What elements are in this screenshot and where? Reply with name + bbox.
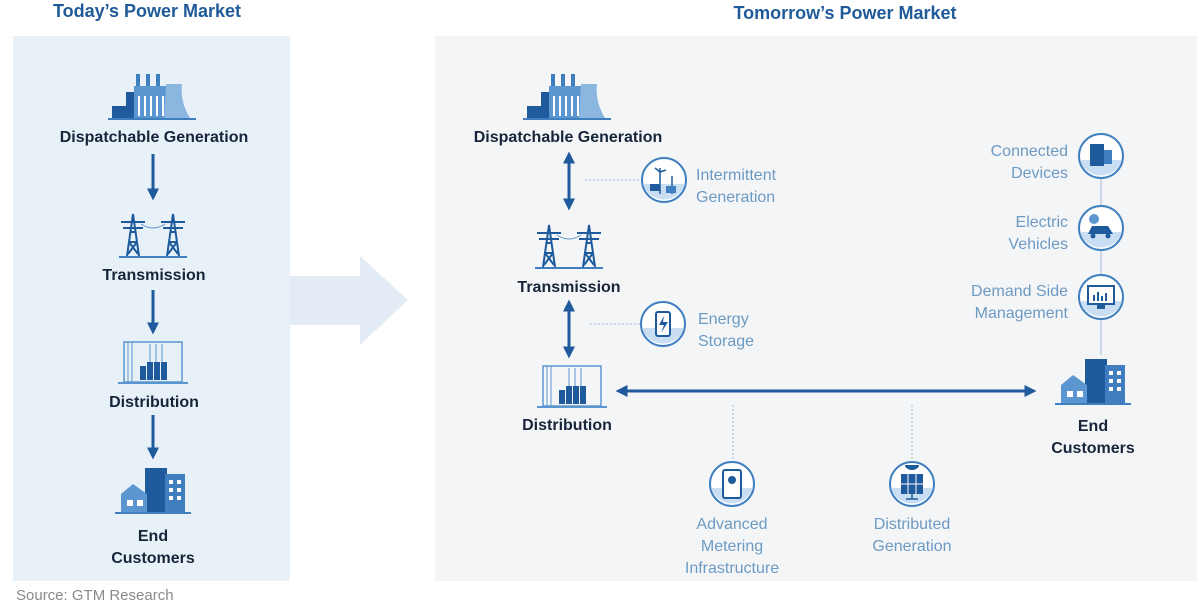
- tomorrow-title: Tomorrow’s Power Market: [733, 3, 957, 23]
- electric-car-icon: [1078, 205, 1124, 251]
- label-line: Generation: [696, 189, 776, 206]
- label-line: Electric: [1015, 214, 1068, 231]
- label-line: Distributed: [873, 516, 951, 533]
- label-line: Devices: [1011, 165, 1068, 182]
- monitor-chart-icon: [1078, 274, 1124, 320]
- devices-icon: [1078, 133, 1124, 179]
- label-line: Metering: [700, 538, 764, 555]
- tomorrow-panel: [435, 36, 1197, 581]
- label-line: Customers: [1051, 440, 1135, 457]
- wind-solar-icon: [641, 157, 687, 203]
- label-line: Connected: [990, 143, 1068, 160]
- dotted-connectors: [585, 179, 913, 461]
- label-line: Energy: [698, 311, 749, 328]
- transition-arrow: [290, 256, 408, 345]
- label-line: Management: [974, 305, 1068, 322]
- label-line: Intermittent: [696, 167, 777, 184]
- label-line: Advanced: [696, 516, 768, 533]
- label-line: Customers: [111, 550, 195, 567]
- tomorrow-dispatchable-label: Dispatchable Generation: [473, 129, 663, 146]
- label-line: Vehicles: [1008, 236, 1068, 253]
- label-line: Demand Side: [971, 283, 1068, 300]
- tomorrow-transmission-label: Transmission: [517, 279, 621, 296]
- smart-meter-icon: [709, 461, 755, 507]
- label-line: Generation: [872, 538, 952, 555]
- today-dispatchable-label: Dispatchable Generation: [59, 129, 249, 146]
- label-line: End: [137, 528, 169, 545]
- label-line: Storage: [698, 333, 755, 350]
- solar-panel-icon: [889, 461, 935, 507]
- label-line: End: [1077, 418, 1109, 435]
- battery-icon: [640, 301, 686, 347]
- today-title: Today’s Power Market: [52, 1, 242, 21]
- today-transmission-label: Transmission: [102, 267, 206, 284]
- label-line: Infrastructure: [684, 560, 780, 577]
- source-note: Source: GTM Research: [16, 587, 174, 604]
- today-distribution-label: Distribution: [109, 394, 199, 411]
- tomorrow-distribution-label: Distribution: [522, 417, 612, 434]
